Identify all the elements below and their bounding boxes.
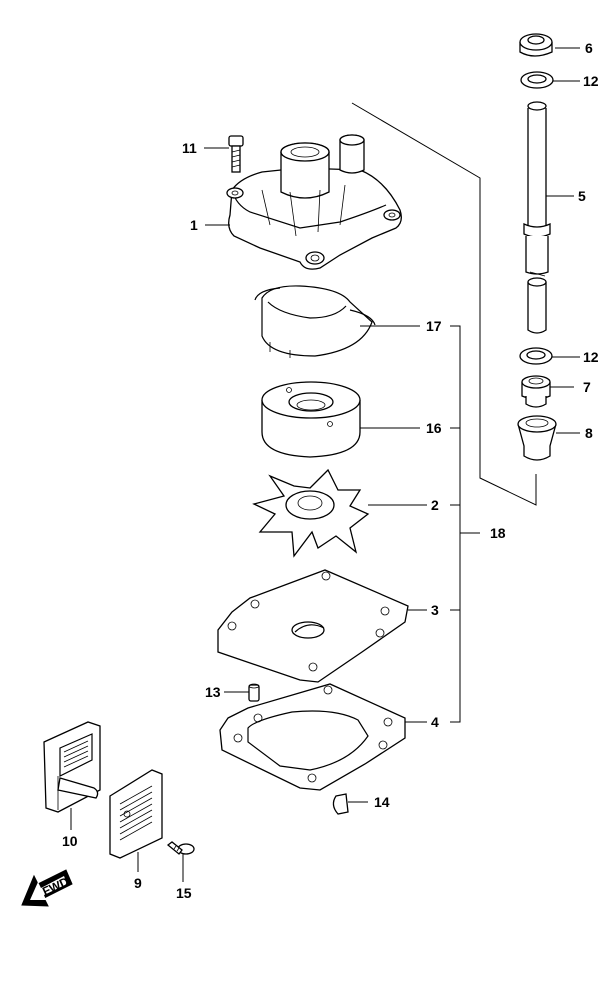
assembly-bracket-lines <box>351 102 537 723</box>
wear-plate-part <box>217 569 409 683</box>
label-part-13: 13 <box>205 684 221 700</box>
label-part-7: 7 <box>583 379 591 395</box>
label-part-9: 9 <box>134 875 142 891</box>
fwd-label: FWD <box>40 874 71 898</box>
label-part-8: 8 <box>585 425 593 441</box>
label-part-1: 1 <box>190 217 198 233</box>
impeller-part <box>252 468 370 558</box>
label-part-15: 15 <box>176 885 192 901</box>
label-part-17: 17 <box>426 318 442 334</box>
label-part-11: 11 <box>182 140 197 156</box>
leader-lines <box>70 47 580 882</box>
seal-ring-part <box>254 285 376 358</box>
side-cover-alt-part <box>109 769 163 859</box>
o-ring-lower-part <box>519 347 553 365</box>
pin-part <box>248 683 260 702</box>
gasket-part <box>219 683 406 791</box>
o-ring-upper-part <box>520 71 554 89</box>
label-part-14: 14 <box>374 794 390 810</box>
part-labels: 11 1 17 16 2 18 3 13 4 14 6 12 5 12 7 8 … <box>62 40 599 901</box>
label-part-18: 18 <box>490 525 506 541</box>
label-part-3: 3 <box>431 602 439 618</box>
label-part-6: 6 <box>585 40 593 56</box>
bolt-part <box>228 135 244 173</box>
label-part-10: 10 <box>62 833 78 849</box>
label-part-12-lower: 12 <box>583 349 599 365</box>
label-part-2: 2 <box>431 497 439 513</box>
key-part <box>332 793 349 815</box>
bushing-part <box>517 415 557 461</box>
grommet-part <box>519 33 553 57</box>
label-part-4: 4 <box>431 714 439 730</box>
side-cover-part <box>43 721 101 813</box>
fwd-arrow-icon: FWD <box>21 869 73 907</box>
pump-case-part <box>226 134 402 270</box>
screw-part <box>166 841 195 855</box>
label-part-12-upper: 12 <box>583 73 599 89</box>
label-part-16: 16 <box>426 420 442 436</box>
water-tube-part <box>523 101 551 334</box>
label-part-5: 5 <box>578 188 586 204</box>
pump-insert-part <box>261 381 361 458</box>
tube-seal-part <box>521 375 551 408</box>
